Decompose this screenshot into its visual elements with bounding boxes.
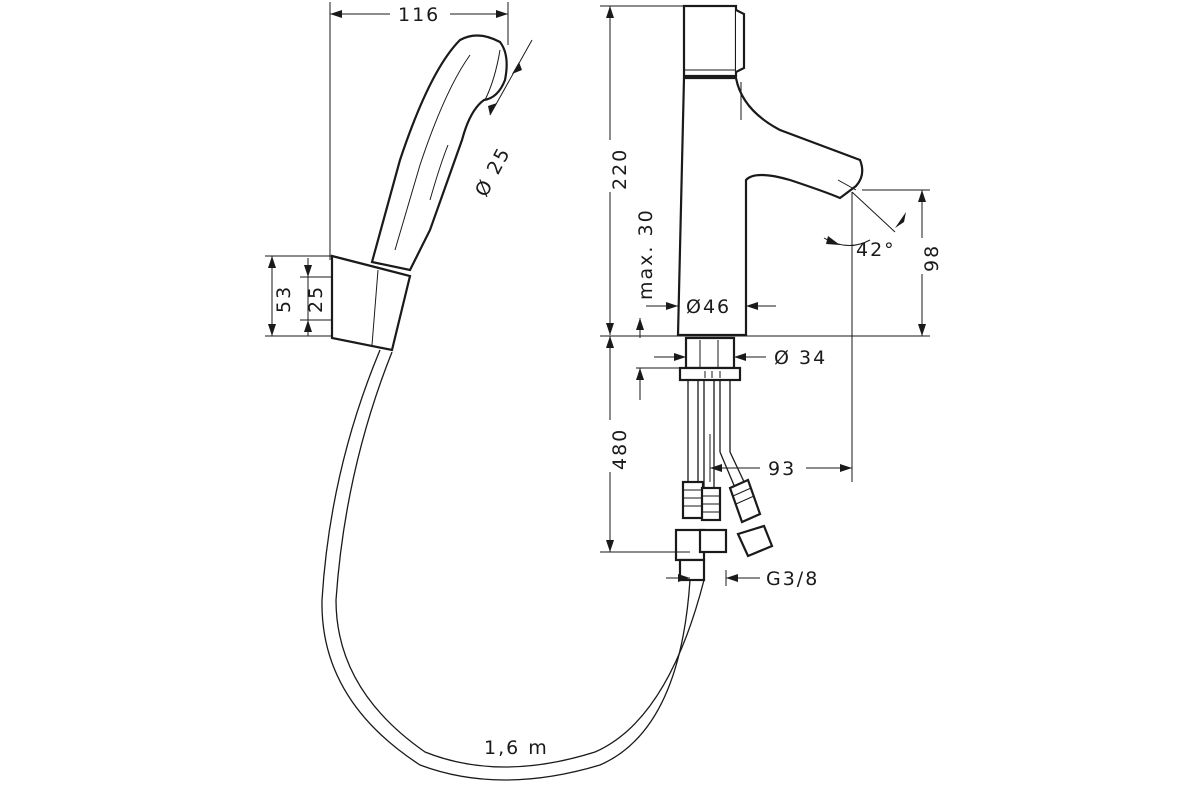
dim-max-30: max. 30 <box>635 208 657 338</box>
label-25: 25 <box>305 285 327 313</box>
dim-angle-42: 42° <box>823 191 906 261</box>
label-220: 220 <box>609 148 631 190</box>
dim-480: 480 <box>598 336 690 553</box>
dim-98: 98 <box>862 189 943 336</box>
label-thread: G3/8 <box>766 568 819 590</box>
label-53: 53 <box>273 285 295 313</box>
label-93: 93 <box>768 458 796 480</box>
label-diameter-34: Ø 34 <box>774 347 827 369</box>
label-max30: max. 30 <box>635 208 657 300</box>
dim-116: 116 <box>329 2 509 260</box>
label-98: 98 <box>921 244 943 272</box>
hand-shower <box>370 34 508 272</box>
label-hose-length: 1,6 m <box>484 737 549 759</box>
dim-220: 220 <box>598 5 684 335</box>
dim-gasket <box>636 367 680 400</box>
label-480: 480 <box>609 428 631 470</box>
mixer-tap <box>676 4 864 337</box>
dim-53-25: 53 25 <box>265 255 332 337</box>
dim-diameter-46: Ø46 <box>646 296 776 318</box>
label-diameter-46: Ø46 <box>686 296 731 318</box>
shower-hose <box>321 349 705 781</box>
dim-93: 93 <box>709 192 853 482</box>
supply-hoses <box>674 380 774 582</box>
label-diameter-25: Ø 25 <box>471 143 515 200</box>
dim-diameter-34: Ø 34 <box>654 347 827 369</box>
mounting-shank <box>678 336 742 382</box>
wall-holder <box>330 254 412 352</box>
label-116: 116 <box>398 4 440 26</box>
label-angle-42: 42° <box>856 239 896 261</box>
dim-thread: G3/8 <box>666 568 819 590</box>
